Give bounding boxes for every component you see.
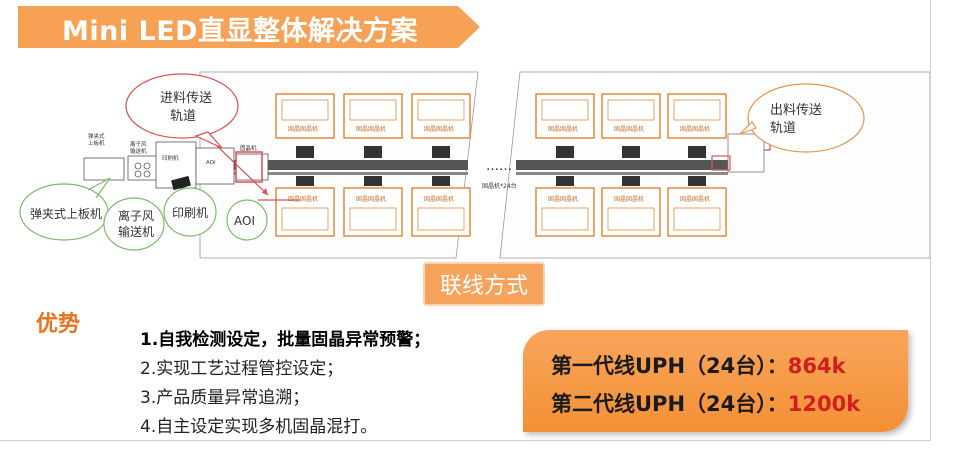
small-aoi-label: AOI	[206, 160, 216, 166]
out-aoi-box	[727, 133, 765, 173]
small-clamp-label-1: 弹夹式	[88, 132, 105, 140]
uph-first-gen-label: 第一代线UPH（24台）：	[551, 354, 788, 378]
advantage-item: 3.产品质量异常追溯；	[140, 388, 310, 408]
conveyor-rail-left	[210, 160, 468, 175]
unit-label: 固晶固晶机	[614, 125, 644, 133]
title-banner	[18, 6, 480, 48]
out-track-highlight	[711, 155, 731, 171]
aoi-label: AOI	[234, 214, 255, 228]
ion-conveyor-label-1: 离子风	[118, 208, 154, 223]
unit-label: 固晶固晶机	[424, 195, 454, 203]
aoi-bubble	[226, 199, 268, 241]
unit-label: 固晶固晶机	[680, 195, 710, 203]
advantage-item: 2.实现工艺过程管控设定；	[140, 359, 344, 379]
out-track-label-1: 出料传送	[770, 103, 822, 118]
unit-label: 固晶固晶机	[288, 125, 318, 133]
small-ion-label-1: 离子风	[130, 140, 147, 148]
in-track-callout	[125, 73, 239, 139]
uph-line-first-gen: 第一代线UPH（24台）：864k	[551, 350, 846, 380]
conveyor-rail-right	[516, 160, 728, 175]
advantage-item: 1.自我检测设定，批量固晶异常预警；	[140, 330, 431, 350]
connection-mode-badge: 联线方式	[425, 264, 543, 304]
bottom-machines-left	[275, 187, 471, 237]
advantages-list: 1.自我检测设定，批量固晶异常预警； 2.实现工艺过程管控设定； 3.产品质量异…	[140, 326, 430, 442]
clamp-loader-bubble	[19, 177, 111, 241]
ion-conveyor-bubble	[103, 197, 165, 251]
frame-divider	[930, 0, 931, 440]
unit-label: 固晶固晶机	[548, 195, 578, 203]
top-machines-left	[275, 93, 471, 139]
top-machines-right	[535, 93, 727, 139]
uph-first-gen-value: 864k	[787, 354, 846, 378]
ion-conveyor-label-2: 输送机	[118, 224, 154, 239]
uph-line-second-gen: 第二代线UPH（24台）：1200k	[551, 388, 860, 418]
small-ion-label-2: 输送机	[130, 147, 147, 155]
unit-label: 固晶固晶机	[424, 125, 454, 133]
uph-summary-box: 第一代线UPH（24台）：864k 第二代线UPH（24台）：1200k	[523, 330, 908, 432]
in-track-label-2: 轨道	[170, 109, 196, 124]
production-line-diagram: 固晶固晶机 固晶固晶机 固晶固晶机 固晶固晶机 固晶固晶机 固晶固晶机 固晶固晶…	[19, 71, 930, 259]
advantages-title: 优势	[36, 312, 81, 337]
small-printer-label: 印刷机	[162, 154, 179, 162]
ellipsis-text: ……	[486, 159, 512, 174]
unit-label: 固晶固晶机	[288, 195, 318, 203]
uph-second-gen-label: 第二代线UPH（24台）：	[551, 392, 788, 416]
printer-bubble	[163, 187, 217, 237]
clamp-loader-label: 弹夹式上板机	[30, 207, 102, 221]
in-track-highlight	[235, 151, 263, 183]
small-clamp-label-2: 上板机	[88, 139, 105, 147]
small-machine-label: 固晶机	[240, 144, 257, 152]
unit-label: 固晶固晶机	[614, 195, 644, 203]
unit-label: 固晶固晶机	[548, 125, 578, 133]
printer-pointer	[171, 175, 191, 191]
machine-count-note: 固晶机*24台	[482, 182, 517, 190]
machine-unit-labels: 固晶固晶机 固晶固晶机 固晶固晶机 固晶固晶机 固晶固晶机 固晶固晶机 固晶固晶…	[288, 125, 710, 203]
page-title: Mini LED直显整体解决方案	[62, 16, 419, 47]
bond-heads	[296, 146, 706, 186]
bottom-machines-right	[535, 187, 727, 237]
out-track-label-2: 轨道	[770, 121, 796, 136]
printer-label: 印刷机	[172, 206, 208, 220]
uph-second-gen-value: 1200k	[787, 392, 861, 416]
advantage-item: 4.自主设定实现多机固晶混打。	[140, 417, 378, 437]
unit-label: 固晶固晶机	[356, 195, 386, 203]
out-track-callout	[747, 83, 865, 153]
unit-label: 固晶固晶机	[680, 125, 710, 133]
in-track-label-1: 进料传送	[160, 91, 212, 106]
frame-bottom-line	[0, 440, 931, 441]
unit-label: 固晶固晶机	[356, 125, 386, 133]
